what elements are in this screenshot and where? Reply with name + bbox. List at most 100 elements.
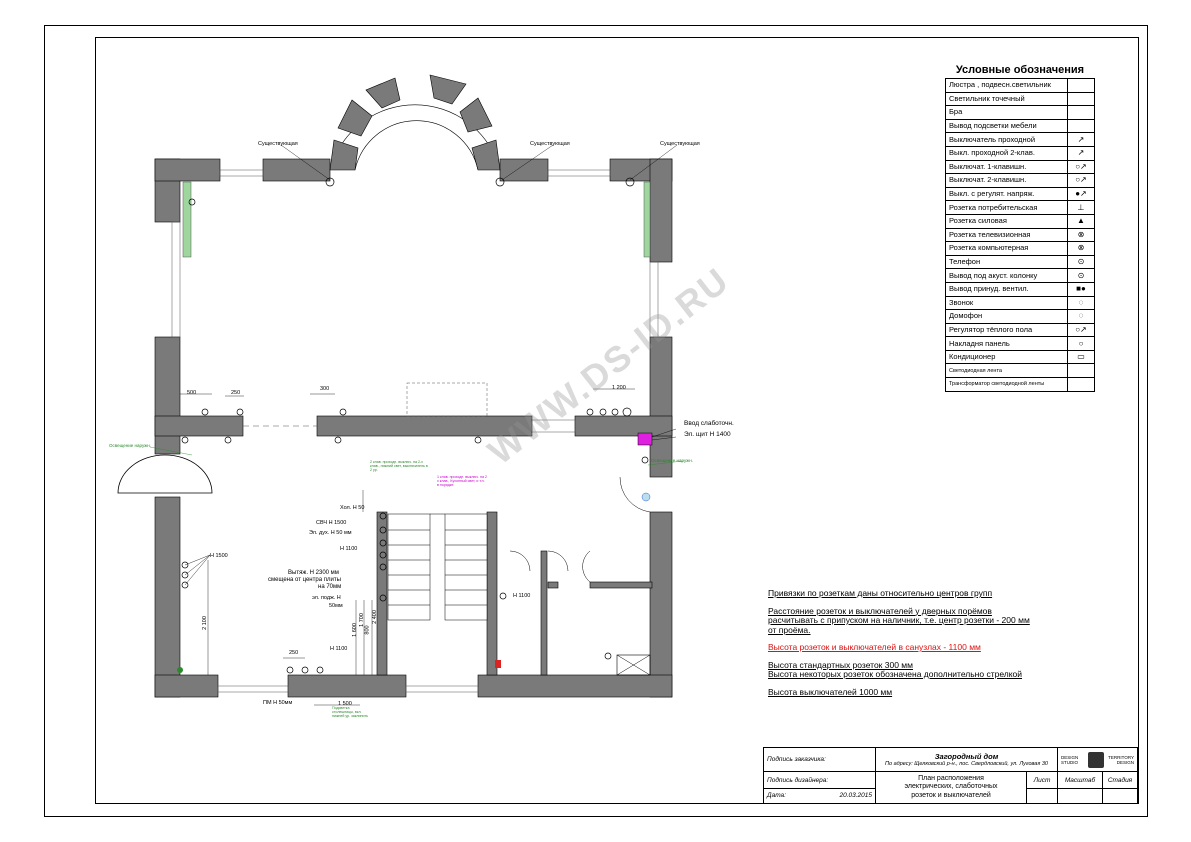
wall-right-upper	[649, 158, 673, 263]
note-5: Высота выключателей 1000 мм	[768, 686, 893, 697]
legend-row: Кондиционер▭	[945, 349, 1095, 365]
label-panel: Эл. щит H 1400	[684, 431, 731, 438]
legend-row: Вывод принуд. вентил.■●	[945, 281, 1095, 297]
label-hood-2: смещена от центра плиты	[268, 577, 341, 583]
legend-label: Трансформатор светодиодной ленты	[945, 377, 1068, 392]
legend-label: Розетка потребительская	[945, 200, 1068, 215]
legend-symbol-icon: ◌	[1067, 295, 1095, 311]
dim-1600: 1 600	[351, 623, 358, 637]
legend-symbol-icon: ○	[1067, 336, 1095, 351]
legend-label: Светильник точечный	[945, 91, 1068, 107]
wall-top-left	[154, 158, 221, 182]
stamp-stage-label: Стадия	[1102, 771, 1138, 789]
legend-symbol-icon: ●↗	[1067, 186, 1095, 202]
legend-symbol-icon: ⊙	[1067, 254, 1095, 270]
dim-2400: 2 400	[371, 610, 378, 624]
legend-symbol-icon: ⊙	[1067, 268, 1095, 283]
logo-emblem	[1087, 751, 1104, 768]
label-microwave: СВЧ H 1500	[316, 520, 347, 526]
legend-row: Домофон◌	[945, 309, 1095, 324]
wall-left-lower	[154, 496, 181, 698]
dim-2100: 2 100	[201, 616, 208, 630]
wall-bath-2	[589, 581, 653, 589]
label-hob-1: эл. подж. H	[312, 595, 341, 601]
note-2a: Расстояние розеток и выключателей у двер…	[768, 605, 992, 616]
stamp-scale-value	[1057, 787, 1103, 805]
wall-bottom-1	[154, 674, 219, 698]
legend-symbol-icon: ○↗	[1067, 173, 1095, 188]
legend-row: Люстра , подвесн.светильник	[945, 78, 1095, 93]
label-h1100c: H 1100	[513, 593, 531, 599]
legend-label: Вывод принуд. вентил.	[945, 281, 1068, 297]
dim-1700: 1 700	[358, 613, 365, 627]
note-2b: расчитывать с припуском на наличник, т.е…	[768, 615, 1030, 625]
legend-label: Бра	[945, 105, 1068, 120]
legend-symbol-icon	[1067, 118, 1095, 134]
sheet-title-3: розеток и выключателей	[911, 791, 991, 799]
note-2: Расстояние розеток и выключателей у двер…	[768, 605, 1030, 636]
legend-label: Светодиодная лента	[945, 363, 1068, 379]
legend-label: Розетка телевизионная	[945, 227, 1068, 243]
legend: Условные обозначения Люстра , подвесн.св…	[945, 62, 1095, 392]
legend-title: Условные обозначения	[955, 64, 1085, 76]
legend-label: Розетка компьютерная	[945, 241, 1068, 256]
green-note-2: Освещение наружн.	[651, 458, 693, 463]
note-4a: Высота стандартных розеток 300 мм	[768, 659, 913, 670]
legend-row: Светодиодная лента	[945, 363, 1095, 379]
stamp-stage-value	[1102, 787, 1138, 805]
dim-1200: 1 200	[612, 385, 626, 391]
label-existing-3: Существующая	[660, 141, 700, 147]
legend-symbol-icon: ↗	[1067, 132, 1095, 147]
wall-stair-right	[486, 511, 498, 676]
note-4: Высота стандартных розеток 300 мм Высота…	[768, 659, 1030, 680]
wall-stair-left	[376, 511, 388, 676]
legend-label: Розетка силовая	[945, 213, 1068, 229]
dim-250b: 250	[289, 650, 299, 656]
legend-row: Розетка телевизионная⊗	[945, 227, 1095, 243]
wall-bath-1	[540, 550, 548, 676]
label-existing-2: Существующая	[530, 141, 570, 147]
legend-label: Выключат. 2-клавишн.	[945, 173, 1068, 188]
legend-label: Выключат. 1-клавишн.	[945, 159, 1068, 175]
label-hob-2: 50мм	[329, 603, 343, 609]
stamp-project: Загородный дом По адресу: Щелковский р-н…	[875, 746, 1058, 773]
label-fridge: Хол. H 50	[340, 505, 365, 511]
sheet-outer-frame	[44, 25, 1148, 817]
stamp-date-row: Дата: 20.03.2015	[763, 787, 876, 805]
legend-label: Кондиционер	[945, 349, 1068, 365]
legend-row: Бра	[945, 105, 1095, 120]
legend-label: Выкл. проходной 2-клав.	[945, 145, 1068, 161]
label-h1100b: H 1100	[330, 646, 348, 652]
legend-symbol-icon	[1067, 91, 1095, 107]
legend-row: Накладня панель○	[945, 336, 1095, 351]
legend-symbol-icon: ⊥	[1067, 200, 1095, 215]
sheet-title-2: электрических, слаботочных	[904, 783, 998, 791]
wall-right-lower	[649, 511, 673, 698]
legend-row: Регулятор тёплого пола○↗	[945, 322, 1095, 338]
legend-symbol-icon: ◌	[1067, 309, 1095, 324]
dim-300: 300	[320, 386, 330, 392]
legend-symbol-icon	[1067, 78, 1095, 93]
label-h1100a: H 1100	[340, 546, 358, 552]
wall-top-left2	[262, 158, 331, 182]
legend-symbol-icon	[1067, 105, 1095, 120]
logo-left: DESIGN STUDIO	[1061, 754, 1079, 765]
stamp-sheet-title: План расположения электрических, слабото…	[875, 771, 1027, 804]
legend-label: Выкл. с регулят. напряж.	[945, 186, 1068, 202]
legend-symbol-icon: ▲	[1067, 213, 1095, 229]
stamp-sheet-label: Лист	[1026, 771, 1058, 789]
legend-symbol-icon: ⊗	[1067, 227, 1095, 243]
legend-label: Вывод подсветки мебели	[945, 118, 1068, 134]
wall-bottom-3	[477, 674, 673, 698]
label-h1500: H 1500	[210, 553, 228, 559]
stamp-date-value: 20.03.2015	[839, 792, 872, 800]
legend-symbol-icon	[1067, 363, 1095, 379]
legend-label: Домофон	[945, 309, 1068, 324]
legend-row: Вывод под акуст. колонку⊙	[945, 268, 1095, 283]
legend-row: Розетка потребительская⊥	[945, 200, 1095, 215]
sheet-inner-frame	[95, 37, 1139, 804]
label-hood-3: на 70мм	[318, 584, 342, 590]
dim-250a: 250	[231, 390, 241, 396]
legend-row: Выкл. проходной 2-клав.↗	[945, 145, 1095, 161]
